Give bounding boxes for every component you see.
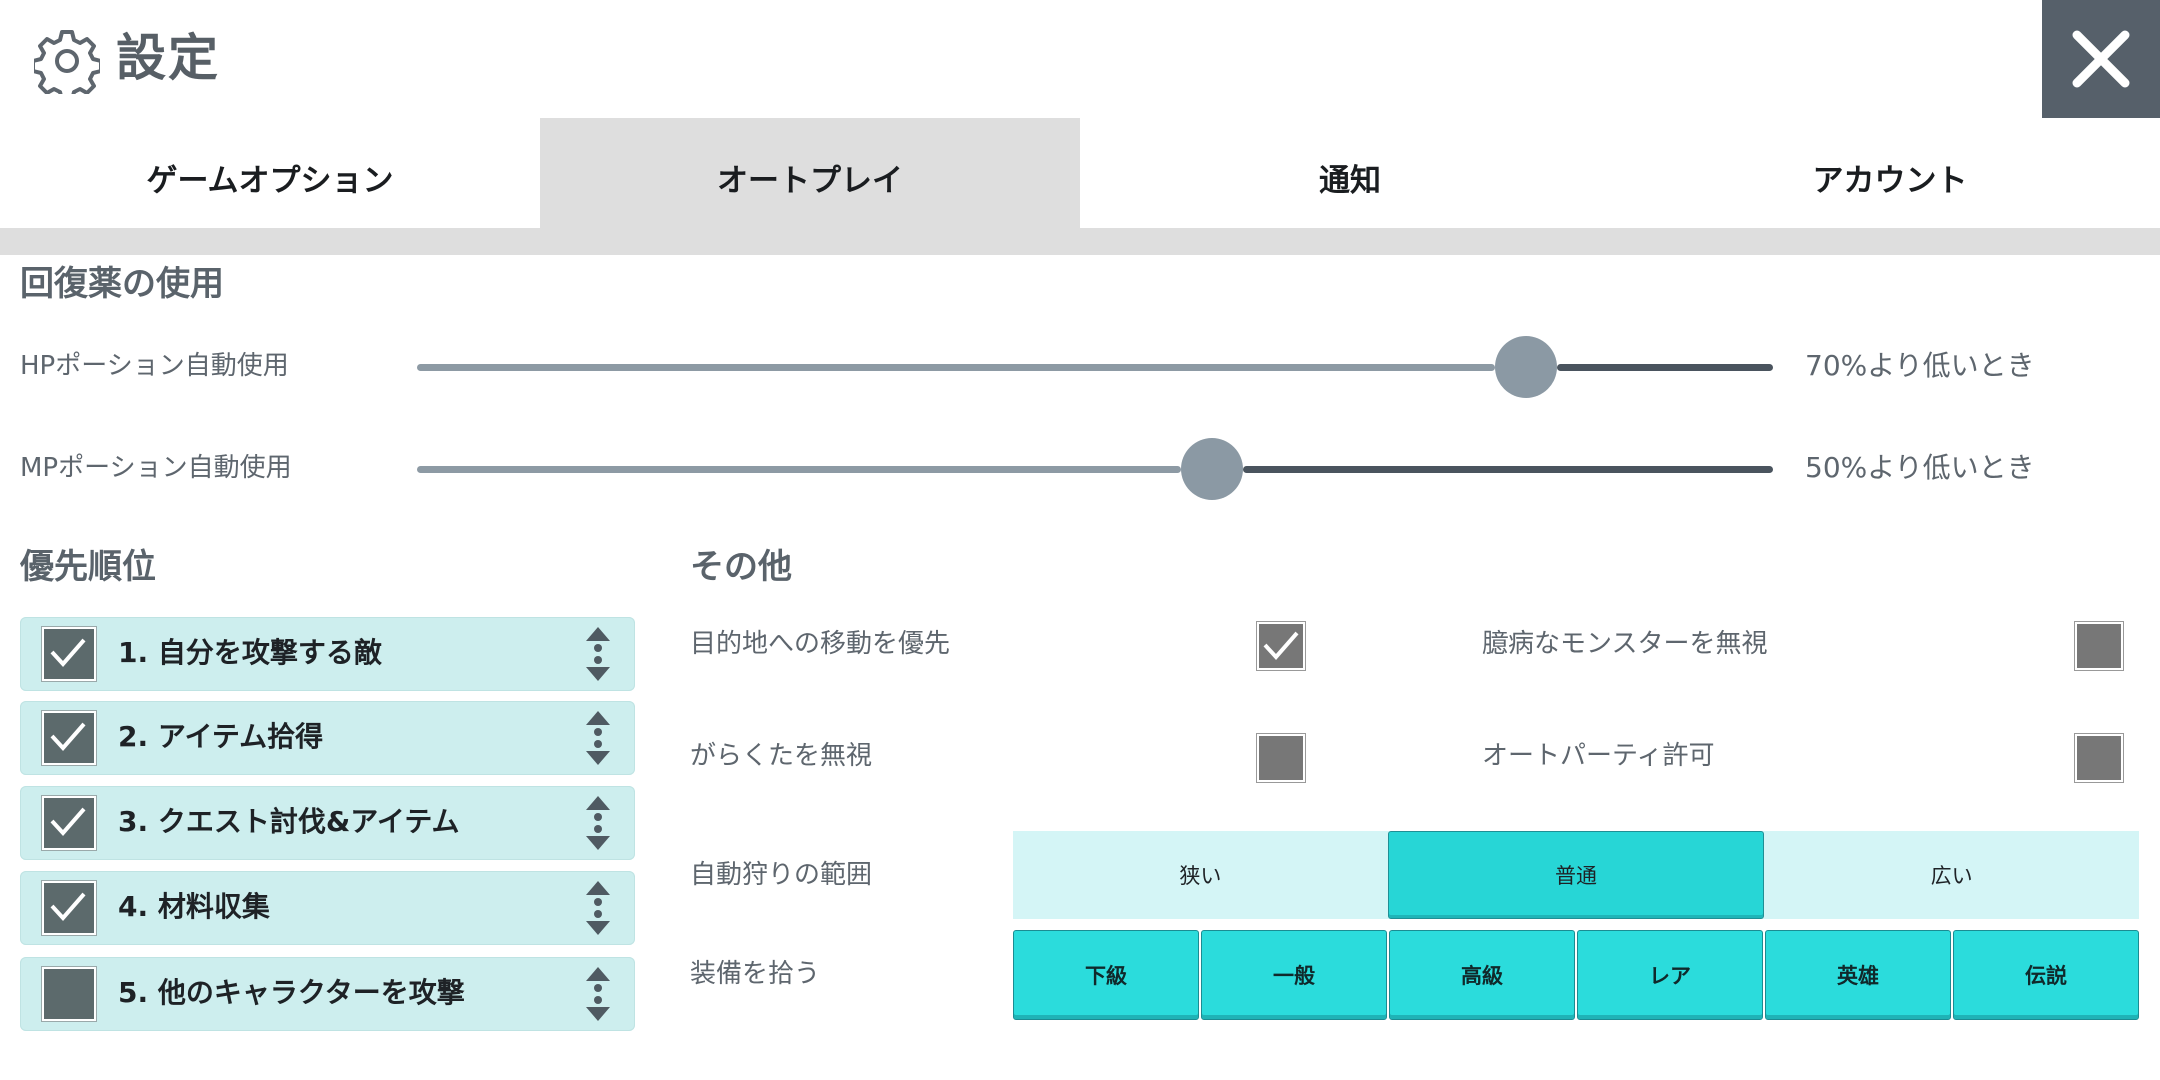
prioritize-destination-label: 目的地への移動を優先: [690, 629, 951, 659]
pickup-equipment-label: 装備を拾う: [690, 959, 821, 989]
close-icon: [2072, 30, 2130, 88]
slider-track-filled: [417, 364, 1496, 371]
hp-potion-label: HPポーション自動使用: [20, 351, 289, 381]
range-narrow[interactable]: 狭い: [1179, 864, 1222, 888]
tab-account[interactable]: アカウント: [1812, 162, 1968, 199]
reorder-handle-icon[interactable]: [583, 965, 613, 1023]
priority-checkbox[interactable]: [42, 627, 96, 681]
check-icon: [50, 638, 86, 667]
pickup-equipment-buttons: 下級 一般 高級 レア 英雄 伝説: [1013, 930, 2139, 1020]
ignore-junk-label: がらくたを無視: [690, 741, 873, 771]
slider-thumb[interactable]: [1495, 336, 1558, 398]
ignore-junk-checkbox[interactable]: [1257, 734, 1305, 782]
priority-checkbox[interactable]: [42, 711, 96, 765]
equip-grade-rare[interactable]: レア: [1577, 930, 1763, 1020]
priority-checkbox[interactable]: [42, 796, 96, 850]
check-icon: [50, 722, 86, 751]
check-icon: [1263, 631, 1299, 660]
tab-notifications[interactable]: 通知: [1319, 162, 1381, 199]
check-icon: [50, 892, 86, 921]
priority-item-label: 4. 材料収集: [118, 890, 270, 923]
mp-potion-slider[interactable]: [417, 438, 1773, 500]
slider-track-filled: [417, 466, 1181, 473]
priority-item[interactable]: 2. アイテム拾得: [20, 701, 635, 775]
priority-item[interactable]: 5. 他のキャラクターを攻撃: [20, 957, 635, 1031]
recovery-heading: 回復薬の使用: [20, 264, 224, 304]
equip-grade-common[interactable]: 一般: [1201, 930, 1387, 1020]
slider-track-remaining: [1242, 466, 1773, 473]
priority-checkbox[interactable]: [42, 967, 96, 1021]
mp-potion-label: MPポーション自動使用: [20, 453, 292, 483]
tab-bar: ゲームオプション オートプレイ 通知 アカウント: [0, 118, 2160, 228]
prioritize-destination-checkbox[interactable]: [1257, 622, 1305, 670]
ignore-timid-monsters-checkbox[interactable]: [2075, 622, 2123, 670]
auto-party-label: オートパーティ許可: [1482, 741, 1715, 771]
tab-underline-strip: [0, 228, 2160, 255]
priority-item[interactable]: 3. クエスト討伐&アイテム: [20, 786, 635, 860]
priority-item-label: 2. アイテム拾得: [118, 720, 324, 753]
equip-grade-high[interactable]: 高級: [1389, 930, 1575, 1020]
priority-item-label: 5. 他のキャラクターを攻撃: [118, 976, 465, 1009]
priority-item-label: 1. 自分を攻撃する敵: [118, 636, 382, 669]
slider-track-remaining: [1557, 364, 1773, 371]
other-heading: その他: [690, 547, 792, 587]
gear-icon: [31, 28, 103, 102]
equip-grade-hero[interactable]: 英雄: [1765, 930, 1951, 1020]
reorder-handle-icon[interactable]: [583, 879, 613, 937]
check-icon: [50, 807, 86, 836]
mp-potion-value: 50%より低いとき: [1805, 451, 2035, 484]
equip-grade-low[interactable]: 下級: [1013, 930, 1199, 1020]
reorder-handle-icon[interactable]: [583, 794, 613, 852]
auto-party-checkbox[interactable]: [2075, 734, 2123, 782]
tab-game-options[interactable]: ゲームオプション: [146, 162, 394, 199]
hp-potion-value: 70%より低いとき: [1805, 349, 2035, 382]
priority-item[interactable]: 4. 材料収集: [20, 871, 635, 945]
range-normal[interactable]: 普通: [1387, 831, 1765, 919]
priority-heading: 優先順位: [20, 547, 156, 587]
priority-item-label: 3. クエスト討伐&アイテム: [118, 805, 460, 838]
hp-potion-slider[interactable]: [417, 336, 1773, 398]
priority-item[interactable]: 1. 自分を攻撃する敵: [20, 617, 635, 691]
priority-checkbox[interactable]: [42, 881, 96, 935]
page-title: 設定: [116, 29, 220, 87]
reorder-handle-icon[interactable]: [583, 709, 613, 767]
close-button[interactable]: [2042, 0, 2160, 118]
reorder-handle-icon[interactable]: [583, 625, 613, 683]
slider-thumb[interactable]: [1180, 438, 1243, 500]
hunt-range-label: 自動狩りの範囲: [690, 860, 873, 890]
range-wide[interactable]: 広い: [1930, 864, 1973, 888]
hunt-range-selector: 狭い 普通 広い: [1013, 831, 2139, 919]
equip-grade-legend[interactable]: 伝説: [1953, 930, 2139, 1020]
ignore-timid-monsters-label: 臆病なモンスターを無視: [1482, 629, 1768, 659]
tab-autoplay[interactable]: オートプレイ: [540, 118, 1080, 228]
